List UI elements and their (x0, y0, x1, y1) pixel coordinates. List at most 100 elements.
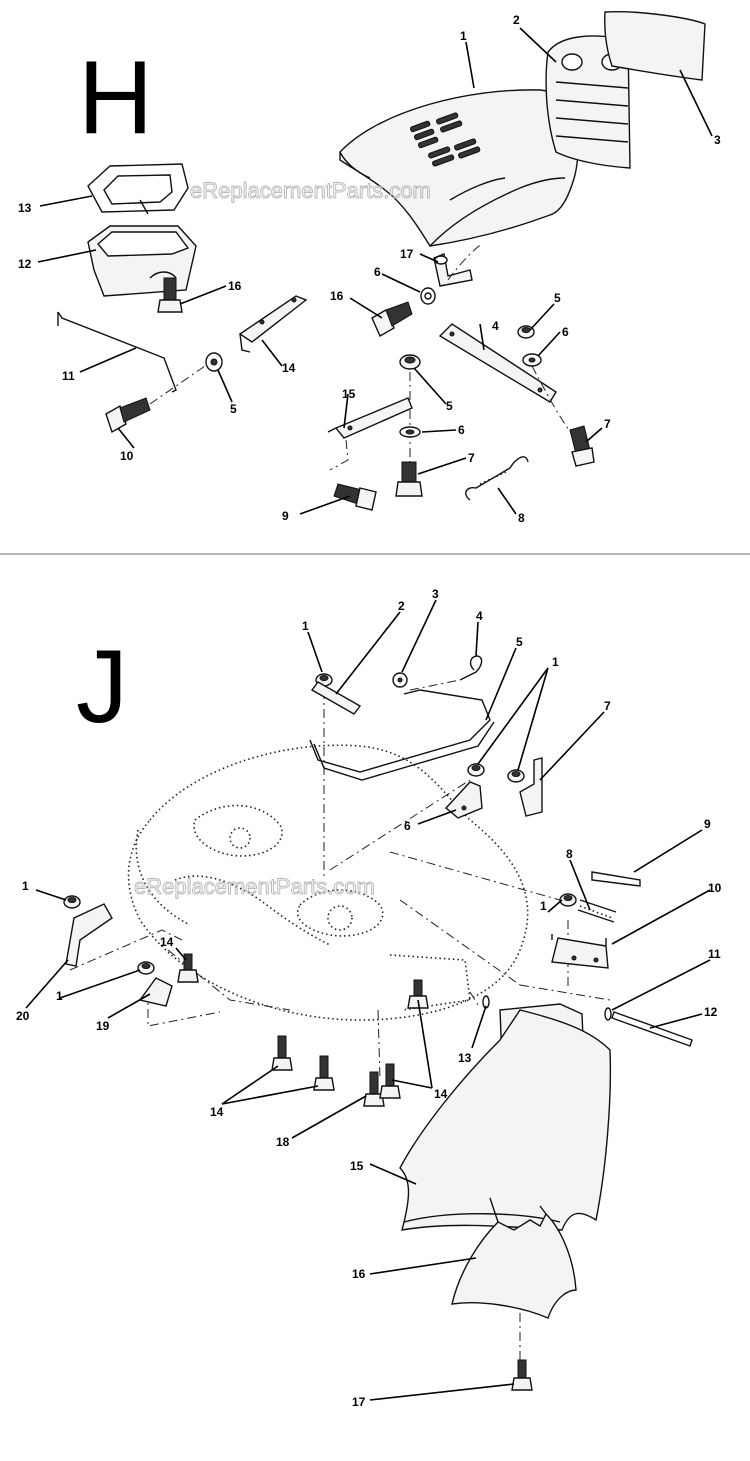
bolt-part (177, 953, 199, 983)
callout-number: 10 (708, 881, 722, 895)
callout-number: 11 (708, 947, 721, 961)
bolt-part (363, 1071, 385, 1107)
callout-number: 6 (562, 325, 569, 339)
bolt-part (105, 397, 151, 434)
callout-number: 16 (228, 279, 242, 293)
callout-number: 14 (160, 935, 174, 949)
bolt-part (371, 301, 413, 337)
callout-number: 13 (458, 1051, 472, 1065)
bolt-part (511, 1359, 533, 1391)
callout-number: 20 (16, 1009, 30, 1023)
callout-number: 12 (18, 257, 32, 271)
callout-number: 1 (302, 619, 309, 633)
callout-number: 16 (330, 289, 344, 303)
grille-insert-part (604, 10, 706, 81)
section-h: H (18, 10, 721, 525)
callout-number: 18 (276, 1135, 290, 1149)
section-letter-h: H (78, 40, 153, 156)
callout-labels: 1 2 3 4 5 5 5 6 6 6 7 7 8 9 10 11 12 13 … (18, 13, 721, 525)
callout-number: 1 (22, 879, 29, 893)
callout-number: 1 (540, 899, 547, 913)
callout-number: 2 (398, 599, 405, 613)
callout-number: 9 (704, 817, 711, 831)
mower-deck-outline (127, 744, 529, 1021)
callout-number: 4 (492, 319, 499, 333)
bolt-part (157, 277, 183, 313)
pin-part (459, 655, 483, 681)
callout-number: 17 (352, 1395, 366, 1409)
callout-number: 14 (282, 361, 296, 375)
callout-number: 10 (120, 449, 134, 463)
nut-part (467, 763, 485, 777)
callout-number: 17 (400, 247, 414, 261)
callout-number: 12 (704, 1005, 718, 1019)
bracket-part (65, 903, 113, 967)
callout-number: 7 (468, 451, 475, 465)
callout-number: 6 (374, 265, 381, 279)
callout-number: 8 (518, 511, 525, 525)
bracket-part (327, 397, 413, 439)
bolt-part (313, 1055, 335, 1091)
callout-number: 7 (604, 699, 611, 713)
callout-number: 6 (458, 423, 465, 437)
leader-lines (25, 599, 711, 1401)
hood-vent-slots (409, 112, 481, 167)
callout-number: 5 (516, 635, 523, 649)
callout-number: 1 (460, 29, 467, 43)
callout-number: 5 (446, 399, 453, 413)
bolt-part (271, 1035, 293, 1071)
callout-number: 8 (566, 847, 573, 861)
callout-labels: 1 1 1 1 1 2 3 4 5 6 7 8 9 10 11 12 13 14… (16, 587, 722, 1409)
strap-bar-part (438, 323, 557, 403)
bracket-part (238, 295, 308, 353)
deflector-part (451, 1197, 577, 1319)
bolt-part (569, 425, 595, 467)
callout-number: 13 (18, 201, 32, 215)
callout-number: 7 (604, 417, 611, 431)
grille-part (545, 35, 631, 169)
nut-part (63, 895, 81, 909)
callout-number: 15 (342, 387, 356, 401)
callout-number: 1 (56, 989, 63, 1003)
leader-lines (37, 27, 713, 515)
callout-number: 11 (62, 369, 75, 383)
bracket-part (138, 977, 173, 1007)
callout-number: 3 (432, 587, 439, 601)
storage-tray-part (87, 225, 197, 297)
clip-part (433, 253, 473, 287)
callout-number: 15 (350, 1159, 364, 1173)
hood-part (339, 89, 579, 247)
support-rod-part (57, 311, 177, 393)
section-j: J (16, 587, 722, 1409)
callout-number: 1 (552, 655, 559, 669)
frame-ring-part (87, 163, 189, 215)
callout-number: 6 (404, 819, 411, 833)
callout-number: 14 (434, 1087, 448, 1101)
bracket-part (310, 681, 362, 715)
watermark-text: eReplacementParts.com (134, 874, 375, 899)
pin-part (591, 871, 641, 887)
nut-part (507, 769, 525, 783)
nut-part (559, 893, 577, 907)
callout-number: 14 (210, 1105, 224, 1119)
callout-number: 19 (96, 1019, 110, 1033)
spring-part (577, 899, 617, 923)
callout-number: 9 (282, 509, 289, 523)
callout-number: 2 (513, 13, 520, 27)
section-letter-j: J (76, 629, 128, 745)
bolt-part (379, 1063, 401, 1099)
bolt-part (333, 483, 377, 511)
callout-number: 16 (352, 1267, 366, 1281)
lift-rod-part (309, 689, 491, 773)
nut-part (137, 961, 155, 975)
callout-number: 3 (714, 133, 721, 147)
hinge-rod-part (611, 1011, 693, 1047)
callout-number: 5 (230, 402, 237, 416)
bracket-part (551, 934, 609, 969)
bracket-part (444, 781, 483, 819)
callout-number: 5 (554, 291, 561, 305)
watermark-text: eReplacementParts.com (190, 178, 431, 203)
discharge-chute-part (399, 1009, 612, 1231)
